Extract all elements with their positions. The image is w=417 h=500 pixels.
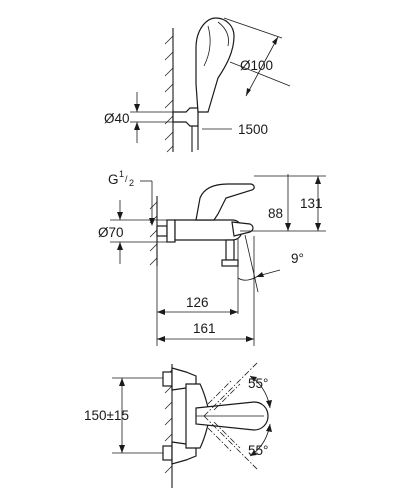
diverter-stem <box>225 239 235 261</box>
thread-prefix: G <box>108 172 119 187</box>
lower-eccentric <box>162 445 173 461</box>
handshower-spray-line <box>203 25 211 67</box>
dim-9-line-a <box>244 234 259 293</box>
dim-150-arrow-bottom <box>119 445 125 453</box>
dim-70-arrow-top <box>117 212 123 220</box>
dim-rotation-lower: 55° <box>248 443 268 458</box>
dim-centers: 150±15 <box>84 408 129 423</box>
thread-leader-arrow <box>149 218 155 226</box>
thread-numerator: 1 <box>119 169 124 179</box>
dim-126-arrow-left <box>157 309 165 315</box>
dim-126-arrow-right <box>230 309 238 315</box>
dim-100-arrow-bottom <box>246 88 251 96</box>
dim-40-arrow-top <box>134 104 140 112</box>
dim-161-arrow-left <box>157 336 165 342</box>
wall-hatching-2 <box>149 201 158 266</box>
dim-rotation-upper: 55° <box>248 376 268 391</box>
dim-handshower-diameter: Ø100 <box>240 58 273 73</box>
handshower-view: Ø100 Ø40 1500 <box>104 17 291 153</box>
dim-flange-diameter: Ø70 <box>98 225 124 240</box>
dim-height-total: 131 <box>300 196 323 211</box>
dim-depth-spout: 126 <box>186 295 209 310</box>
thread-slash: / <box>125 174 128 184</box>
dim-100-leader-bottom <box>229 61 291 87</box>
dim-hose-length: 1500 <box>238 122 268 137</box>
mixer-lever <box>195 183 255 221</box>
upper-eccentric <box>162 371 173 387</box>
dim-holder-diameter: Ø40 <box>104 111 130 126</box>
side-view: G 1 / 2 Ø70 131 88 <box>98 169 326 346</box>
angle-arrow-lower-b <box>250 450 257 456</box>
handshower-body <box>195 17 235 113</box>
dim-161-arrow-right <box>246 336 254 342</box>
wall-holder <box>172 107 199 127</box>
rotation-upper-line <box>203 361 259 417</box>
top-view: 55° 55° 150±15 <box>84 361 272 488</box>
dim-88-arrow <box>285 223 291 231</box>
dim-9-arrow <box>256 272 264 277</box>
hose <box>191 126 199 152</box>
mixer-spout <box>231 221 254 237</box>
rotation-upper-dash-2 <box>207 379 241 411</box>
dim-131-arrow-bottom <box>315 223 321 231</box>
angle-arrow-upper-a <box>250 376 257 382</box>
dim-100-line <box>245 36 279 97</box>
dim-depth-total: 161 <box>193 321 216 336</box>
wall-flange <box>166 219 176 243</box>
dim-70-arrow-bottom <box>117 242 123 250</box>
thread-denominator: 2 <box>129 178 134 188</box>
wall-hatching <box>164 35 174 153</box>
rotation-lower-dash-2 <box>207 421 241 453</box>
dim-height-spout: 88 <box>268 206 283 221</box>
dim-100-arrow-top <box>272 37 278 45</box>
angle-arrow-upper-b <box>266 400 272 408</box>
thread-connection <box>156 225 168 237</box>
angle-arrow-lower-a <box>266 424 272 432</box>
dim-150-arrow-top <box>119 378 125 386</box>
dim-40-arrow-bottom <box>134 122 140 130</box>
dim-131-arrow-top <box>315 176 321 184</box>
handshower-face-line <box>217 21 229 47</box>
dim-100-leader-top <box>223 17 283 39</box>
dim-spout-angle: 9° <box>291 251 304 266</box>
diverter-cap <box>221 259 239 267</box>
rotation-lower-line <box>203 415 259 471</box>
